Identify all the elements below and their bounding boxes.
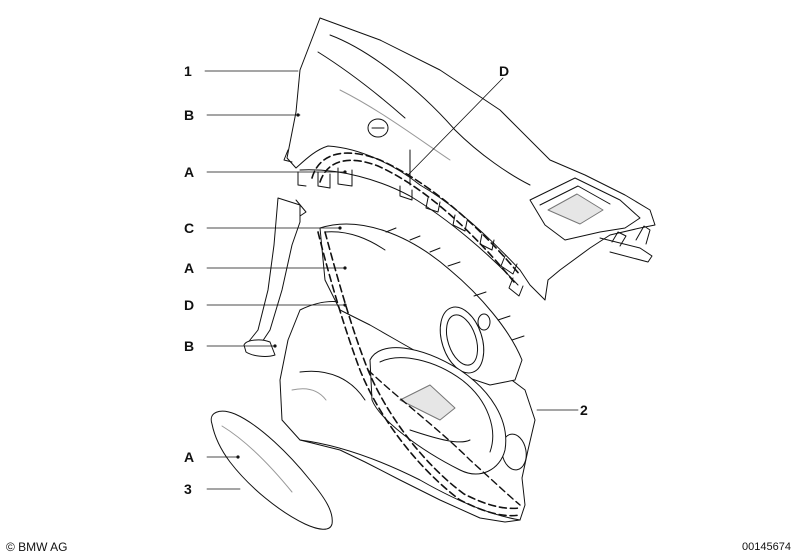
- callout-3: 3: [184, 481, 192, 497]
- copyright-label: © BMW AG: [6, 540, 68, 554]
- fabric-insert-part-3: [210, 410, 333, 530]
- callout-a-middle: A: [184, 260, 195, 276]
- callout-b-lower: B: [184, 338, 195, 354]
- callout-d-lower: D: [184, 297, 195, 313]
- seal-d-upper-inner: [319, 159, 515, 283]
- callout-b-upper: B: [184, 107, 195, 123]
- callout-d-upper: D: [499, 63, 510, 79]
- seal-d-upper-outer: [311, 152, 521, 276]
- callout-c: C: [184, 220, 195, 236]
- seal-d-lower-inner: [324, 231, 521, 510]
- seal-d-lower-outer: [317, 231, 521, 517]
- callout-a-lower: A: [184, 449, 195, 465]
- leader-endpoints: [236, 113, 347, 459]
- image-number: 00145674: [742, 541, 791, 553]
- callout-1: 1: [184, 63, 192, 79]
- callout-2: 2: [580, 402, 588, 418]
- upper-trim-panel-part-1: [283, 17, 656, 301]
- clip-row-lower: [385, 227, 525, 341]
- speaker-upper: [439, 306, 485, 374]
- callout-a-upper: A: [184, 164, 195, 180]
- door-trim-panel-part-2: [243, 197, 536, 523]
- leader-lines: [204, 70, 579, 490]
